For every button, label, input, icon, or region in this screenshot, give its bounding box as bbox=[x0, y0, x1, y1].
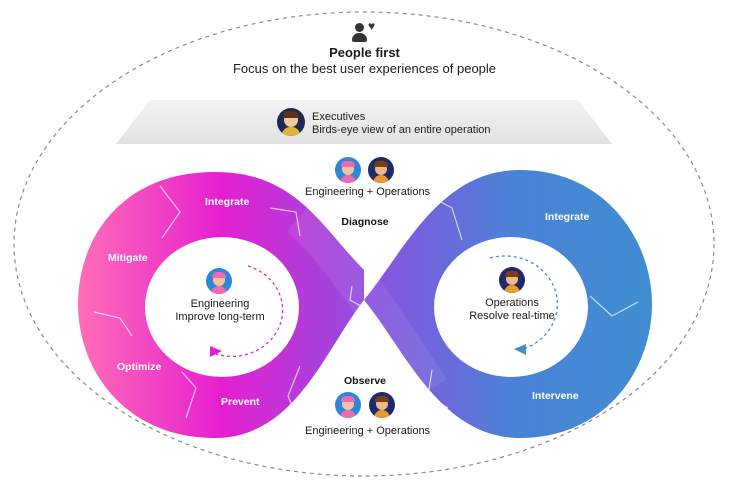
stage-dividers bbox=[93, 185, 639, 421]
executives-banner bbox=[116, 100, 612, 144]
right-stage-intervene: Intervene bbox=[532, 390, 579, 402]
right-stage-integrate: Integrate bbox=[545, 211, 590, 223]
left-stage-mitigate: Mitigate bbox=[108, 252, 148, 264]
operator-avatar bbox=[368, 157, 394, 183]
top-team-label: Engineering + Operations bbox=[305, 186, 431, 198]
operator-avatar-bottom bbox=[369, 392, 395, 418]
executives-title: Executives bbox=[312, 111, 366, 123]
observe-label: Observe bbox=[343, 375, 387, 387]
engineer-avatar-bottom bbox=[335, 392, 361, 418]
infinity-loop bbox=[78, 170, 652, 438]
left-cycle-arrow bbox=[215, 265, 284, 358]
engineering-title: Engineering bbox=[190, 298, 250, 310]
left-cycle-arrowhead bbox=[210, 346, 222, 357]
engineer-avatar bbox=[335, 157, 361, 183]
left-stage-integrate: Integrate bbox=[205, 196, 250, 208]
left-stage-optimize: Optimize bbox=[117, 361, 162, 373]
crossing-band bbox=[286, 200, 447, 402]
operations-avatar bbox=[499, 267, 525, 293]
executives-subtitle: Birds-eye view of an entire operation bbox=[312, 124, 491, 136]
bottom-team-label: Engineering + Operations bbox=[305, 425, 431, 437]
right-cycle-arrowhead bbox=[514, 344, 526, 355]
diagnose-label: Diagnose bbox=[341, 216, 389, 228]
operations-subtitle: Resolve real-time bbox=[469, 310, 555, 322]
outer-boundary bbox=[13, 11, 715, 477]
page-title: People first bbox=[329, 45, 400, 60]
right-cycle-arrow bbox=[489, 255, 558, 351]
engineering-subtitle: Improve long-term bbox=[175, 311, 265, 323]
page-subtitle: Focus on the best user experiences of pe… bbox=[232, 61, 497, 76]
left-stage-prevent: Prevent bbox=[221, 396, 260, 408]
executive-avatar bbox=[277, 108, 305, 136]
people-heart-icon: ♥ bbox=[352, 20, 380, 44]
operations-title: Operations bbox=[485, 297, 539, 309]
engineering-avatar bbox=[206, 268, 232, 294]
